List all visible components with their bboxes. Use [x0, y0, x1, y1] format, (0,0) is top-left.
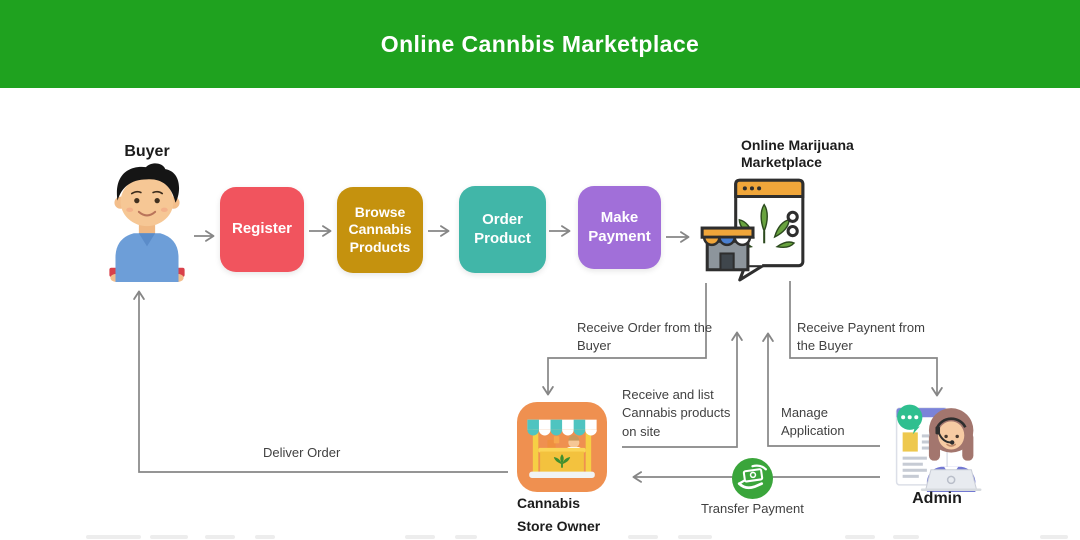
marketplace-label: Online Marijuana Marketplace — [741, 137, 854, 171]
support-woman-laptop-icon — [895, 404, 982, 492]
marketplace-label-line1: Online Marijuana — [741, 137, 854, 153]
step-register: Register — [220, 187, 304, 272]
store-owner-label: Cannabis Store Owner — [517, 492, 600, 538]
step-browse-cannabis-products: Browse Cannabis Products — [337, 187, 423, 273]
step-order-product: Order Product — [459, 186, 546, 273]
flow-label-transfer-payment: Transfer Payment — [701, 501, 804, 516]
store-owner-label-line2: Store Owner — [517, 518, 601, 535]
flow-label-receive-payment: Receive Paynent from the Buyer — [797, 320, 925, 354]
cropped-text-sliver — [150, 535, 188, 539]
hand-money-icon — [732, 458, 773, 499]
flow-label-receive-and-list: Receive and list Cannabis products on si… — [622, 387, 731, 439]
buyer-label: Buyer — [124, 143, 170, 160]
header-banner: Online Cannbis Marketplace — [0, 0, 1080, 88]
marketplace-label-line2: Marketplace — [741, 153, 822, 170]
cropped-text-sliver — [455, 535, 477, 539]
step-order-label: Order Product — [474, 210, 531, 247]
market-stall-art — [527, 419, 597, 478]
market-stall-icon — [517, 402, 607, 492]
cropped-text-sliver — [845, 535, 875, 539]
browser-cannabis-storefront-icon — [700, 178, 805, 282]
hand-money-art — [737, 464, 767, 490]
cropped-text-sliver — [405, 535, 435, 539]
cropped-text-sliver — [205, 535, 235, 539]
cropped-text-sliver — [678, 535, 712, 539]
page-title: Online Cannbis Marketplace — [380, 30, 700, 57]
step-register-label: Register — [231, 220, 293, 238]
store-owner-label-line1: Cannabis — [517, 495, 581, 511]
admin-label: Admin — [912, 490, 962, 507]
cropped-text-sliver — [1040, 535, 1068, 539]
step-make-payment: Make Payment — [578, 186, 661, 269]
flow-label-deliver-order: Deliver Order — [263, 445, 341, 460]
step-payment-label: Make Payment — [588, 208, 651, 245]
step-browse-label: Browse Cannabis Products — [348, 203, 412, 255]
buyer-person-icon — [109, 163, 185, 282]
cropped-text-sliver — [86, 535, 141, 539]
cropped-text-sliver — [893, 535, 919, 539]
cropped-text-sliver — [255, 535, 275, 539]
flow-label-manage-application: Manage Application — [781, 405, 845, 439]
flow-label-receive-order: Receive Order from the Buyer — [577, 320, 713, 354]
cropped-text-sliver — [628, 535, 658, 539]
